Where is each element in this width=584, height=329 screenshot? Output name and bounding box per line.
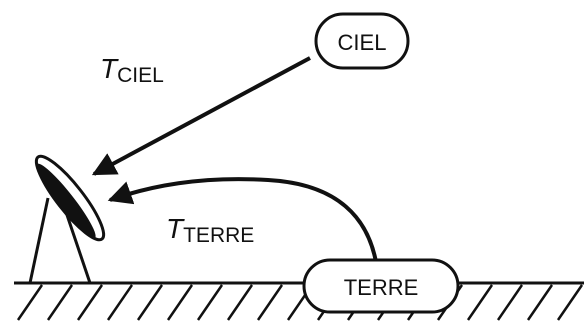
ground-source-box: TERRE	[302, 258, 460, 314]
ground-hatching	[16, 284, 584, 321]
ground-temperature-label: TTERRE	[166, 213, 254, 247]
ground-temperature-symbol: T	[166, 213, 185, 244]
ground-source-label: TERRE	[344, 275, 419, 300]
sky-source-box: CIEL	[314, 12, 410, 70]
satellite-dish-icon	[28, 154, 106, 284]
sky-temperature-symbol: T	[100, 53, 119, 84]
sky-radiation-arrow	[91, 56, 311, 176]
ground-radiation-arrow	[107, 177, 378, 263]
sky-temperature-label: TCIEL	[100, 53, 164, 87]
ground-temperature-subscript: TERRE	[183, 224, 254, 247]
sky-temperature-subscript: CIEL	[117, 64, 164, 87]
sky-source-label: CIEL	[338, 30, 387, 55]
